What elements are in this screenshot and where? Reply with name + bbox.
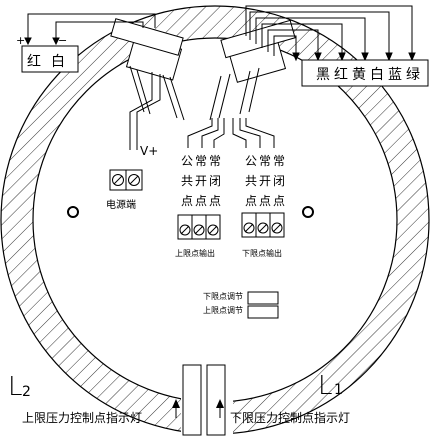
svg-text:1: 1 bbox=[334, 382, 343, 398]
marker-l2: L 2 bbox=[8, 372, 31, 402]
svg-text:2: 2 bbox=[22, 384, 31, 400]
left-wires bbox=[24, 13, 161, 150]
right-wire-color-black: 黑 bbox=[316, 67, 330, 83]
lower-col2-char1: 常 bbox=[259, 154, 271, 168]
upper-limit-output: 公 共 点 常 开 点 常 闭 点 上限点输出 bbox=[175, 154, 221, 258]
lower-col3-char2: 闭 bbox=[273, 174, 285, 188]
lower-indicator-label: 下限压力控制点指示灯 bbox=[230, 410, 350, 425]
upper-indicator-label: 上限压力控制点指示灯 bbox=[22, 410, 142, 425]
right-wires-top bbox=[245, 5, 416, 62]
right-wire-color-white: 白 bbox=[370, 67, 384, 83]
upper-col2-char1: 常 bbox=[195, 154, 207, 168]
right-wires-internal bbox=[187, 118, 275, 148]
mounting-hole-right bbox=[302, 206, 314, 218]
upper-col1-char1: 公 bbox=[181, 154, 193, 168]
upper-col1-char2: 共 bbox=[181, 174, 193, 188]
lower-col1-char3: 点 bbox=[245, 194, 257, 208]
lower-adjust-label: 下限点调节 bbox=[203, 292, 243, 301]
svg-text:L: L bbox=[318, 371, 333, 401]
lower-col1-char1: 公 bbox=[245, 154, 257, 168]
upper-col2-char2: 开 bbox=[195, 174, 207, 188]
lower-limit-output: 公 共 点 常 开 点 常 闭 点 下限点输出 bbox=[241, 154, 285, 258]
power-terminal-label: 电源端 bbox=[106, 198, 136, 211]
upper-col3-char1: 常 bbox=[209, 154, 221, 168]
power-v-plus: V+ bbox=[140, 144, 158, 158]
upper-output-caption: 上限点输出 bbox=[175, 248, 215, 258]
lower-col2-char2: 开 bbox=[259, 174, 271, 188]
left-wire-minus: − bbox=[58, 34, 67, 47]
left-cable-gland bbox=[110, 18, 185, 121]
left-wire-color-white: 白 bbox=[51, 54, 65, 70]
left-wire-box: + − 红 白 bbox=[16, 34, 79, 73]
lower-col3-char3: 点 bbox=[273, 194, 285, 208]
upper-col1-char3: 点 bbox=[181, 194, 193, 208]
lower-output-caption: 下限点输出 bbox=[242, 248, 282, 258]
right-wire-box: 黑 红 黄 白 蓝 绿 bbox=[301, 59, 429, 87]
mounting-hole-left bbox=[67, 206, 79, 218]
svg-text:L: L bbox=[8, 372, 23, 402]
upper-col3-char3: 点 bbox=[209, 194, 221, 208]
power-terminal: V+ 电源端 bbox=[106, 144, 158, 211]
lower-col2-char3: 点 bbox=[259, 194, 271, 208]
right-wire-color-red: 红 bbox=[334, 67, 348, 83]
indicator-windows bbox=[181, 364, 233, 437]
right-wire-color-yellow: 黄 bbox=[352, 66, 366, 83]
left-wire-plus: + bbox=[16, 34, 25, 47]
adjustment-panel: 下限点调节 上限点调节 bbox=[203, 291, 279, 319]
right-wire-color-green: 绿 bbox=[406, 67, 420, 83]
indicator-arrows bbox=[172, 399, 224, 418]
lower-col3-char1: 常 bbox=[273, 154, 285, 168]
marker-l1: L 1 bbox=[318, 371, 343, 401]
upper-col3-char2: 闭 bbox=[209, 174, 221, 188]
left-wire-color-red: 红 bbox=[27, 54, 41, 70]
upper-adjust-label: 上限点调节 bbox=[203, 306, 243, 315]
right-wire-color-blue: 蓝 bbox=[388, 67, 402, 83]
lower-col1-char2: 共 bbox=[245, 174, 257, 188]
upper-col2-char3: 点 bbox=[195, 194, 207, 208]
